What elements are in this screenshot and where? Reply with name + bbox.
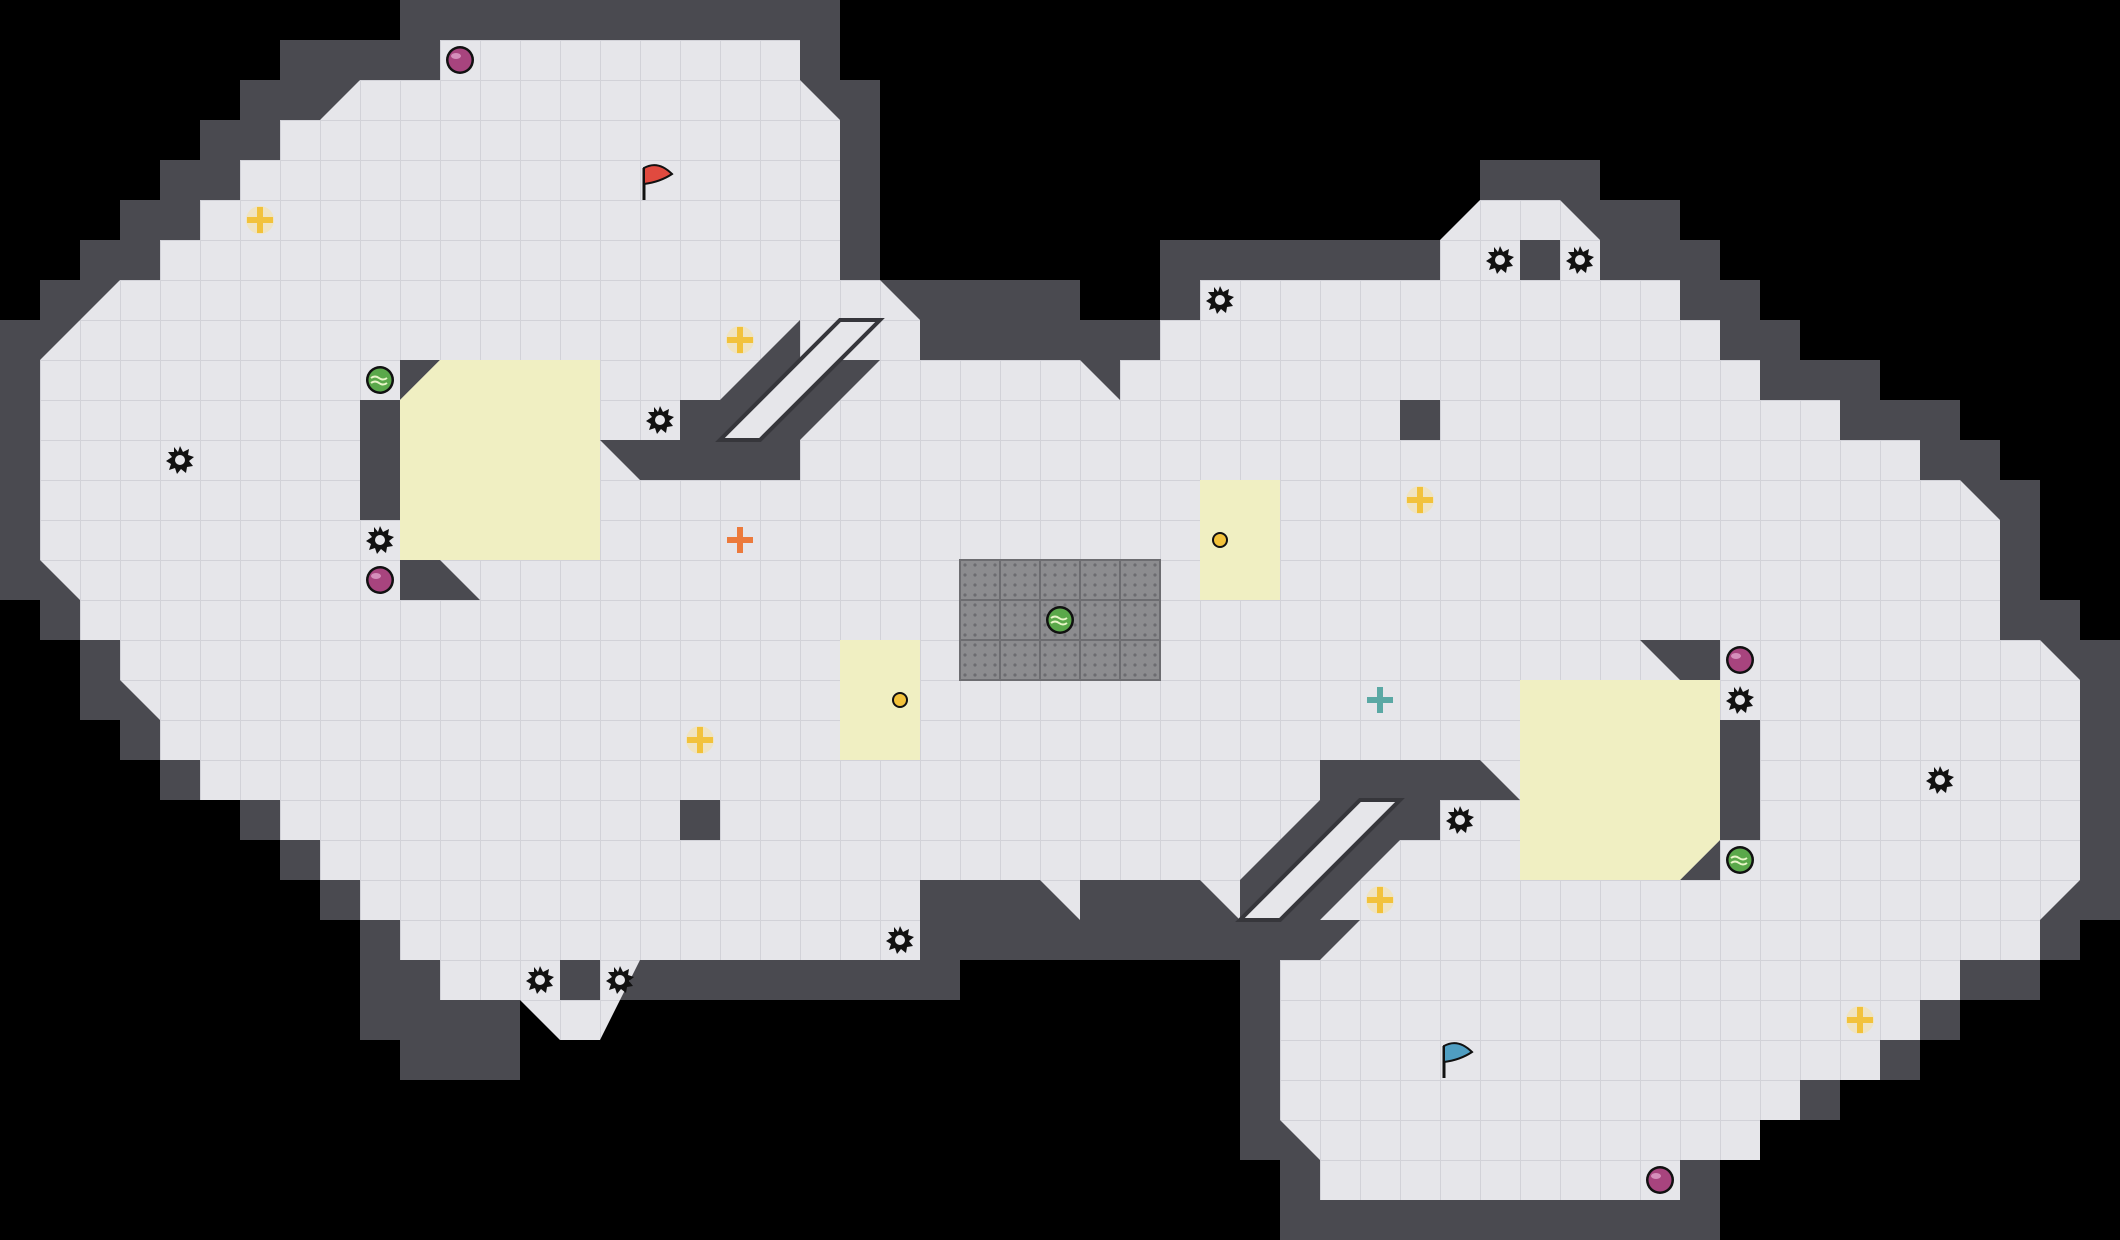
powerup-icon[interactable]: [1045, 605, 1075, 635]
bomb-icon: [1646, 1166, 1674, 1194]
boost-pad-icon[interactable]: [246, 206, 274, 234]
boost-pad-icon[interactable]: [1406, 486, 1434, 514]
boost-pad-icon[interactable]: [1846, 1006, 1874, 1034]
red-flag-icon[interactable]: [642, 164, 674, 200]
capture-zones: [400, 360, 1720, 880]
boost-pad-icon[interactable]: [726, 326, 754, 354]
boost-pad-icon[interactable]: [686, 726, 714, 754]
boost-pad-icon[interactable]: [1366, 886, 1394, 914]
bomb-icon: [446, 46, 474, 74]
toggle-button-icon[interactable]: [1212, 532, 1228, 548]
powerup-icon[interactable]: [1725, 845, 1755, 875]
toggle-button-icon[interactable]: [892, 692, 908, 708]
inner-walls: [360, 240, 1760, 1000]
bomb-icon: [366, 566, 394, 594]
blue-flag-icon[interactable]: [1442, 1042, 1474, 1078]
bomb-icon: [1726, 646, 1754, 674]
powerup-icon[interactable]: [365, 365, 395, 395]
red-spawn-icon: [727, 527, 753, 553]
blue-spawn-icon: [1367, 687, 1393, 713]
